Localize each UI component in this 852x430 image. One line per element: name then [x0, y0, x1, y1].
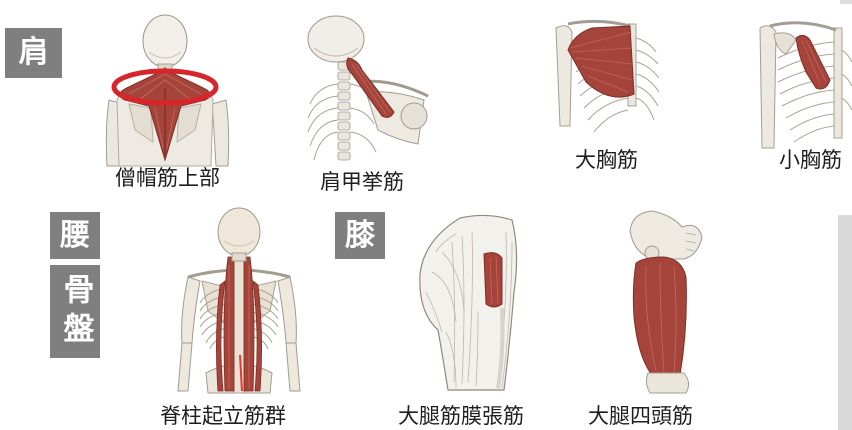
- region-tag-shoulder: 肩: [5, 28, 62, 78]
- tensor-fasciae-latae-muscle: [484, 253, 502, 307]
- label-upper-trapezius: 僧帽筋上部: [115, 166, 220, 190]
- label-quadriceps: 大腿四頭筋: [588, 404, 693, 428]
- clavicle: [568, 21, 630, 26]
- region-tag-pelvis: 骨盤: [50, 265, 100, 358]
- label-pectoralis-minor: 小胸筋: [779, 148, 842, 172]
- quadriceps-illustration: [622, 207, 710, 395]
- label-levator-scapulae: 肩甲挙筋: [320, 170, 404, 194]
- region-tag-knee: 膝: [335, 212, 385, 259]
- skull: [308, 16, 364, 62]
- levator-scapulae-illustration: [300, 12, 435, 170]
- skull: [143, 15, 187, 76]
- top-edge-mark: [840, 0, 852, 4]
- tensor-fasciae-latae-illustration: [412, 212, 528, 392]
- label-pectoralis-major: 大胸筋: [575, 148, 638, 172]
- side-scroll-bar: [838, 215, 852, 430]
- sternum: [834, 28, 842, 138]
- humerus: [760, 26, 776, 148]
- humerus: [556, 26, 572, 126]
- scapula: [774, 33, 796, 54]
- pelvis: [630, 211, 702, 260]
- pectoralis-minor-illustration: [756, 10, 852, 150]
- spine: [234, 255, 244, 393]
- label-erector-spinae: 脊柱起立筋群: [160, 404, 286, 428]
- pectoralis-major-illustration: [548, 8, 666, 143]
- region-tag-lumbar: 腰: [50, 212, 100, 259]
- upper-trapezius-illustration: [95, 8, 240, 168]
- spine: [338, 62, 350, 160]
- erector-spinae-illustration: [168, 205, 310, 395]
- clavicle: [770, 23, 836, 30]
- skull: [218, 208, 260, 261]
- knee: [646, 373, 688, 393]
- label-tensor-fasciae-latae: 大腿筋膜張筋: [398, 404, 524, 428]
- pectoralis-major-muscle: [568, 26, 634, 97]
